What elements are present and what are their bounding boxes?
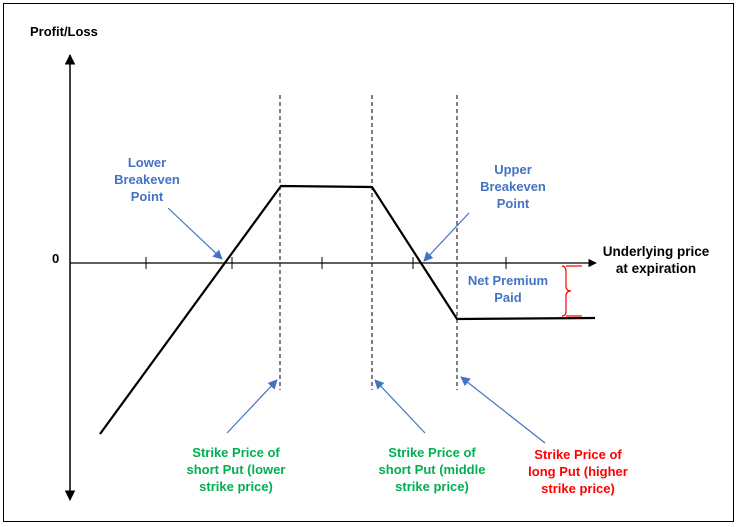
net-premium-brace (561, 265, 572, 317)
arrow-strike-middle (374, 379, 426, 434)
strike-lines (279, 95, 458, 390)
strike-short-middle-label: Strike Price of short Put (middle strike… (378, 445, 486, 494)
net-premium-label: Net Premium Paid (467, 273, 549, 305)
strike-short-lower-label: Strike Price of short Put (lower strike … (186, 445, 286, 494)
upper-breakeven-label: Upper Breakeven Point (480, 162, 546, 211)
arrow-upper-breakeven (423, 212, 470, 262)
x-axis-label: Underlying price at expiration (602, 244, 710, 276)
annotation-arrows (167, 207, 546, 444)
arrow-lower-breakeven (167, 207, 223, 260)
strike-long-higher-label: Strike Price of long Put (higher strike … (528, 447, 628, 496)
zero-label: 0 (52, 251, 60, 266)
x-axis-ticks (145, 257, 507, 269)
arrow-strike-higher (460, 376, 546, 444)
y-axis-label: Profit/Loss (30, 24, 98, 39)
lower-breakeven-label: Lower Breakeven Point (114, 155, 180, 204)
arrow-strike-lower (226, 379, 278, 434)
payoff-line (99, 184, 596, 435)
